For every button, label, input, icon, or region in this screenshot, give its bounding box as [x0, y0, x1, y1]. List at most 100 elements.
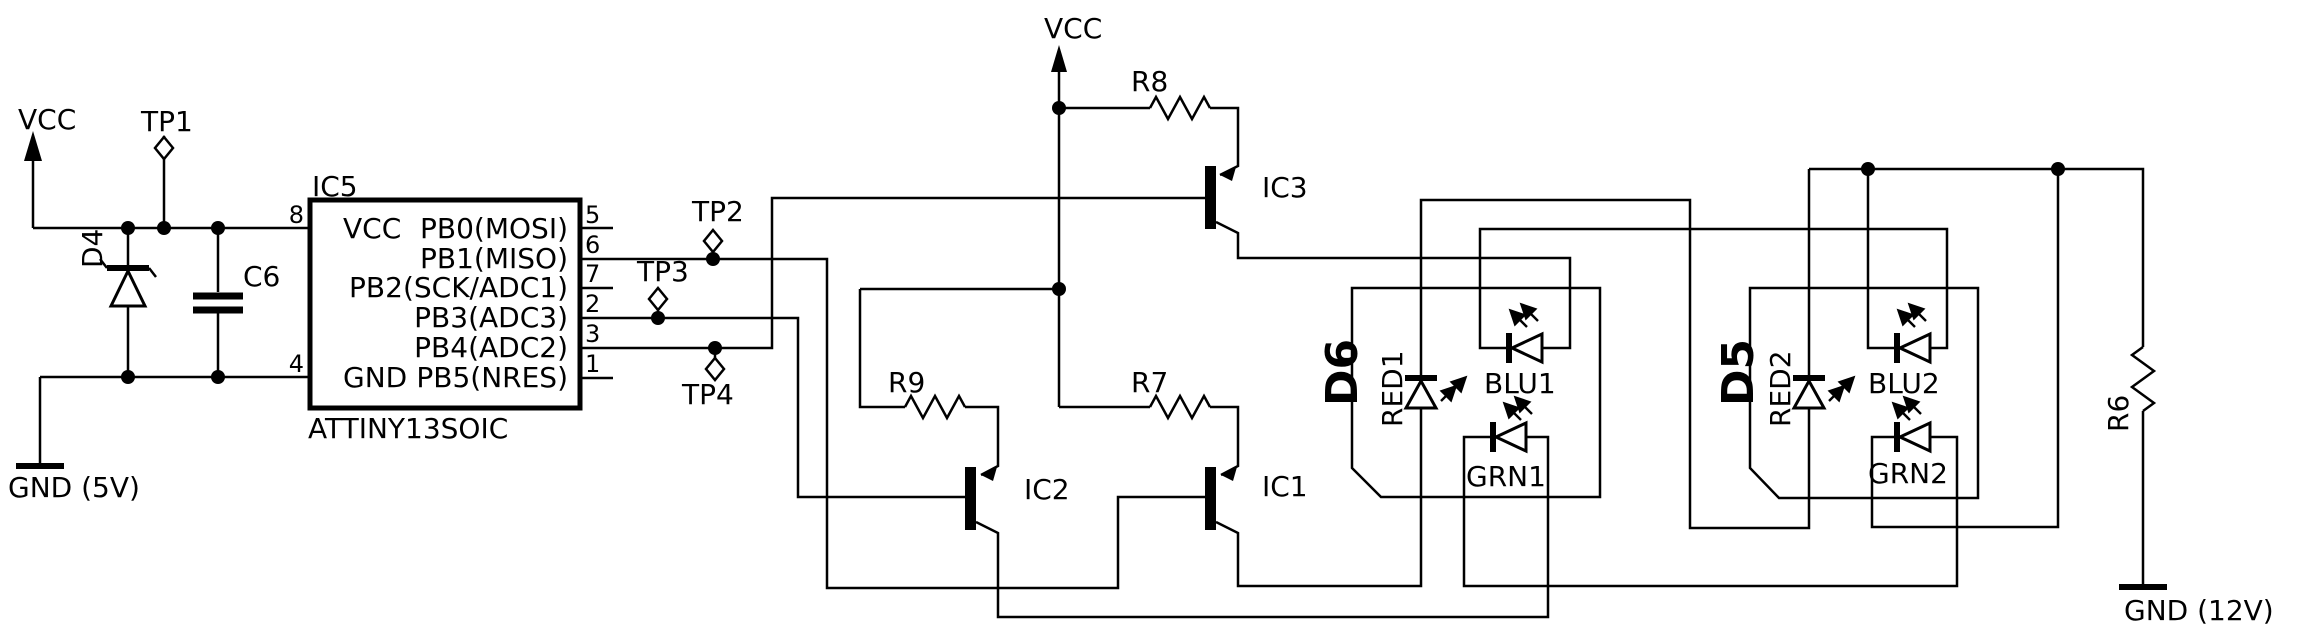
junction-dot: [121, 370, 135, 384]
ic5-pb0-name: PB0(MOSI): [420, 212, 568, 245]
junction-dot: [2051, 162, 2065, 176]
grn1-label: GRN1: [1466, 460, 1546, 493]
ic5-pb2-name: PB2(SCK/ADC1): [349, 271, 568, 304]
r9-lead-right: [965, 405, 1000, 477]
mcu-ic5[interactable]: IC5 ATTINY13SOIC 8 4 VCC GND 5 6 7 2 3 1…: [289, 170, 613, 445]
red2-triangle-icon: [1791, 377, 1827, 410]
c6-label: C6: [243, 260, 280, 293]
resistor-r6[interactable]: R6: [2102, 345, 2157, 585]
vcc-left-label: VCC: [18, 103, 76, 136]
grn1-triangle-icon: [1492, 420, 1528, 454]
tp4-label: TP4: [681, 378, 734, 411]
junction-dot: [1861, 162, 1875, 176]
ic2-label: IC2: [1024, 473, 1070, 506]
ic5-designator: IC5: [312, 170, 358, 203]
ic3-base-bar-icon: [1205, 166, 1216, 229]
ic2-base-bar-icon: [965, 467, 976, 530]
gnd-12v-symbol[interactable]: GND (12V): [2119, 584, 2274, 627]
net-pb3-to-ic2-base: [580, 316, 965, 499]
tp1-diamond-icon: [153, 135, 175, 161]
blu2-triangle-icon: [1896, 331, 1932, 365]
net-blu2-cathode-return: [1866, 169, 1897, 350]
ic1-label: IC1: [1262, 470, 1308, 503]
d6-package-outline: [1350, 286, 1602, 499]
r7-label: R7: [1131, 366, 1168, 399]
junction-dot: [1052, 101, 1066, 115]
ic2-collector-to-grn1: [975, 435, 1550, 619]
r6-label: R6: [2102, 395, 2135, 432]
ic3-label: IC3: [1262, 171, 1308, 204]
red2-label: RED2: [1764, 350, 1797, 427]
ic5-pin2-number: 2: [585, 290, 600, 318]
junction-dot: [157, 221, 171, 235]
ic5-pb1-name: PB1(MISO): [420, 242, 568, 275]
grn1-emission-arrow-icon: [1502, 401, 1522, 421]
tp1-label: TP1: [140, 105, 193, 138]
led-module-d6[interactable]: D6 RED1 BLU1 GRN1: [1317, 198, 1959, 588]
transistor-ic1[interactable]: IC1: [1205, 408, 1423, 588]
net-red1-cathode-to-red2-anode: [1419, 198, 1811, 530]
test-point-tp4[interactable]: TP4: [681, 348, 734, 411]
transistor-ic2[interactable]: IC2: [965, 435, 1550, 619]
r7-zigzag-icon: [1148, 393, 1212, 421]
grn2-label: GRN2: [1868, 457, 1948, 490]
junction-dot: [651, 311, 665, 325]
blu1-emission-arrow-icon: [1508, 308, 1528, 328]
vcc-flag-left[interactable]: VCC: [18, 103, 76, 228]
ic5-pin5-number: 5: [585, 201, 600, 229]
grn1-emission-arrow2-icon: [1513, 395, 1533, 415]
red1-triangle-icon: [1403, 377, 1439, 410]
transistor-ic3[interactable]: IC3: [1205, 166, 1572, 350]
d5-package-outline: [1748, 286, 1980, 500]
gnd-5v-label: GND (5V): [8, 471, 140, 504]
net-pb1-to-ic1-base: [580, 257, 1205, 590]
ic5-pb3-name: PB3(ADC3): [414, 301, 568, 334]
ic5-pin6-number: 6: [585, 231, 600, 259]
net-blu1-cathode-to-blu2-anode: [1478, 227, 1949, 350]
test-point-tp1[interactable]: TP1: [140, 105, 193, 228]
junction-dot: [211, 370, 225, 384]
resistor-r8[interactable]: R8: [1059, 65, 1240, 177]
ic1-base-bar-icon: [1205, 467, 1216, 530]
r7-lead-right: [1210, 405, 1240, 477]
resistor-r7[interactable]: R7: [1059, 366, 1240, 477]
d4-anode-triangle-icon: [108, 267, 148, 308]
led-module-d5[interactable]: D5 RED2 BLU2 GRN2: [1713, 169, 2060, 529]
junction-dot: [706, 252, 720, 266]
tp3-diamond-icon: [647, 286, 669, 312]
net-grn1-cathode-to-grn2-anode: [1462, 435, 1959, 588]
junction-dot: [121, 221, 135, 235]
ic5-pin8-name: VCC: [343, 212, 401, 245]
ic5-pin4-number: 4: [289, 350, 304, 378]
test-point-tp2[interactable]: TP2: [691, 195, 744, 259]
ic5-part-number: ATTINY13SOIC: [308, 412, 508, 445]
red2-emission-arrow2-icon: [1837, 375, 1856, 394]
gnd-5v-symbol[interactable]: GND (5V): [8, 377, 140, 504]
zener-diode-d4[interactable]: D4: [76, 228, 157, 377]
ic5-pin8-number: 8: [289, 201, 304, 229]
net-grn2-cathode-return: [1870, 169, 2060, 529]
d4-zener-wings-icon: [99, 258, 157, 278]
blu1-triangle-icon: [1508, 331, 1544, 365]
red1-emission-arrow2-icon: [1449, 375, 1468, 394]
ic5-pin4-name: GND: [343, 361, 407, 394]
net-pb4-to-ic3-base: [580, 196, 1205, 350]
capacitor-c6[interactable]: C6: [193, 228, 280, 377]
resistor-r9[interactable]: R9: [888, 366, 1000, 477]
r6-zigzag-icon: [2129, 345, 2157, 413]
junction-dots: [121, 101, 2065, 384]
ic5-body: [307, 197, 583, 411]
r9-label: R9: [888, 366, 925, 399]
red1-label: RED1: [1376, 350, 1409, 427]
ic5-pin3-number: 3: [585, 320, 600, 348]
vcc-flag-mid[interactable]: VCC: [1044, 12, 1102, 72]
r8-label: R8: [1131, 65, 1168, 98]
r8-lead-right: [1210, 106, 1240, 177]
grn2-triangle-icon: [1896, 420, 1932, 454]
blu1-label: BLU1: [1484, 367, 1556, 400]
blu1-emission-arrow2-icon: [1519, 302, 1539, 322]
test-point-tp3[interactable]: TP3: [636, 255, 689, 318]
ic5-pb4-name: PB4(ADC2): [414, 331, 568, 364]
